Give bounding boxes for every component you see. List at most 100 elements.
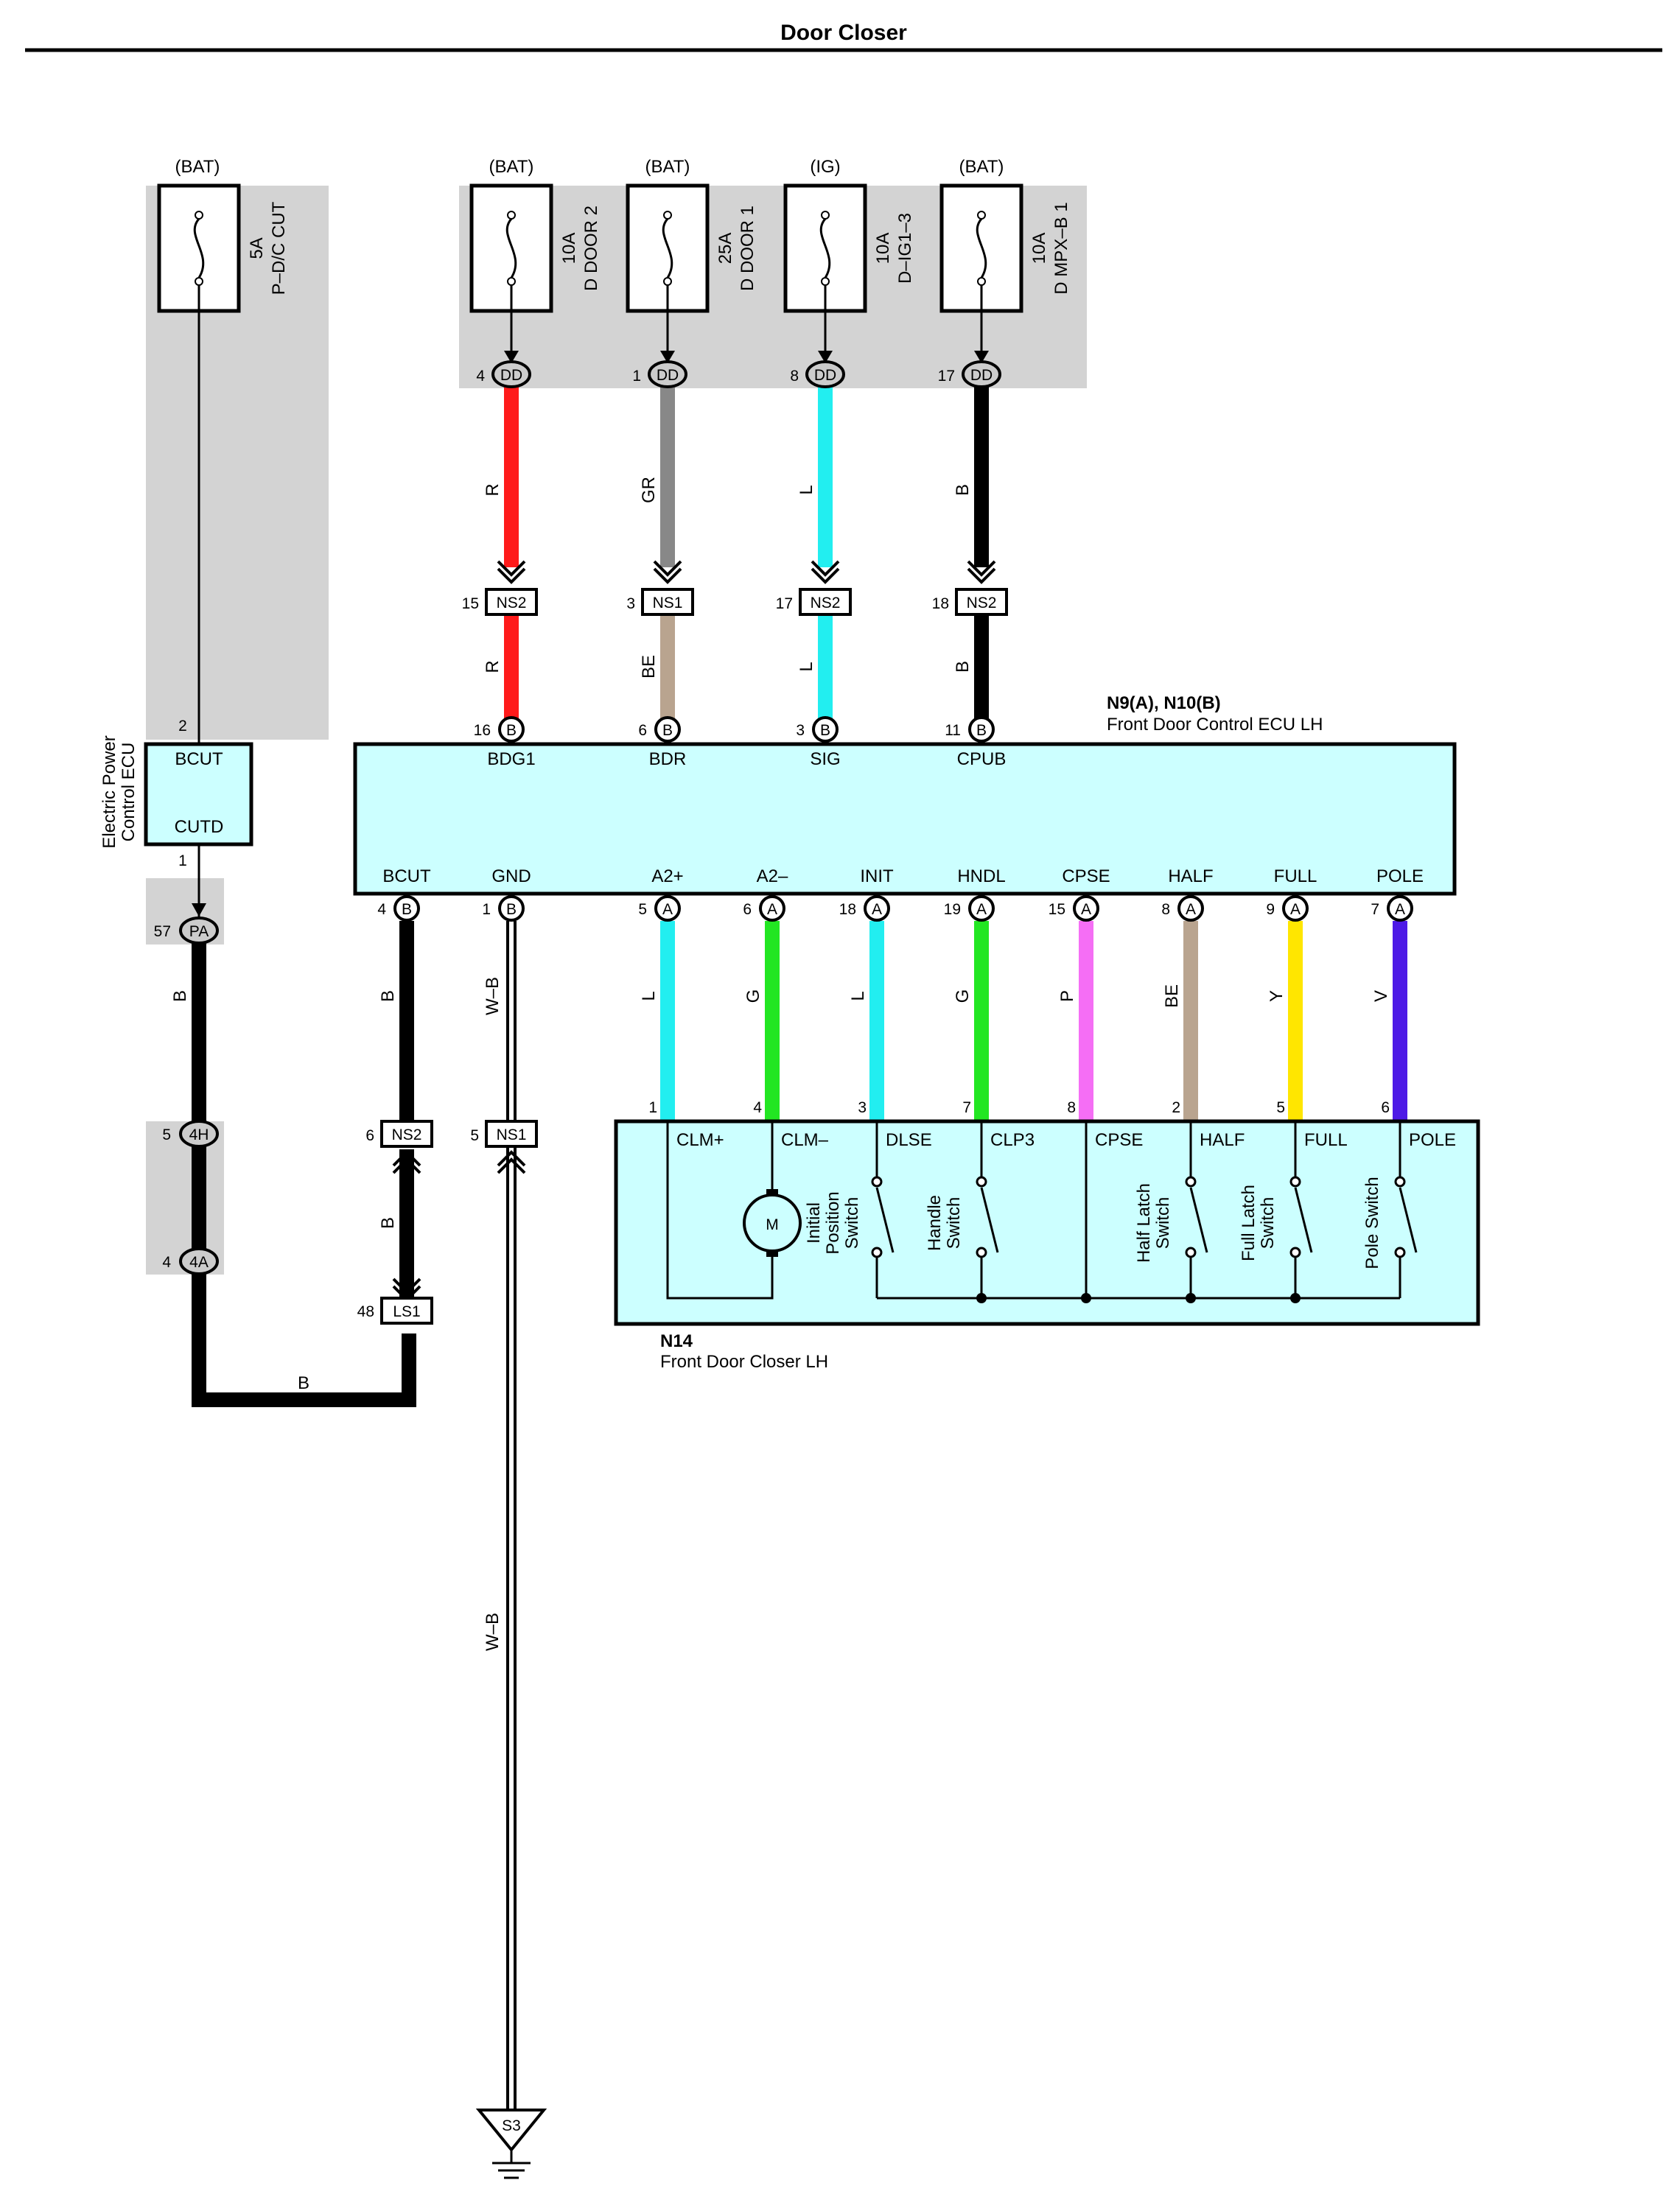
svg-text:DD: DD (500, 367, 522, 384)
svg-text:B: B (953, 661, 973, 673)
svg-text:B: B (662, 722, 673, 739)
svg-text:7: 7 (1371, 901, 1379, 918)
svg-text:1: 1 (482, 901, 491, 918)
fuse-pdc: (BAT) 5A P–D/C CUT (157, 157, 289, 313)
svg-text:8: 8 (1067, 1099, 1076, 1116)
full-latch-switch-icon (1294, 1121, 1313, 1298)
svg-text:Electric Power: Electric Power (99, 735, 119, 848)
svg-text:BCUT: BCUT (175, 749, 223, 769)
svg-text:Position: Position (823, 1191, 843, 1254)
svg-text:DLSE: DLSE (886, 1130, 932, 1150)
svg-text:B: B (976, 722, 987, 739)
svg-text:HALF: HALF (1168, 866, 1213, 886)
closer-wire-labels: L G L G P BE Y V (639, 984, 1391, 1008)
svg-text:A: A (1186, 901, 1196, 918)
svg-text:R: R (483, 660, 503, 673)
svg-text:A: A (1395, 901, 1405, 918)
upper-chevrons (497, 560, 996, 584)
svg-text:CLP3: CLP3 (990, 1130, 1035, 1150)
svg-text:1: 1 (648, 1099, 657, 1116)
svg-text:FULL: FULL (1274, 866, 1317, 886)
dd-connector-4: 17 DD (938, 360, 1001, 388)
svg-text:CPSE: CPSE (1062, 866, 1110, 886)
svg-text:SIG: SIG (810, 749, 840, 769)
svg-text:5A: 5A (247, 237, 267, 259)
svg-text:DD: DD (970, 367, 993, 384)
page-title: Door Closer (780, 21, 907, 45)
svg-text:NS2: NS2 (811, 595, 841, 611)
svg-text:POLE: POLE (1409, 1130, 1456, 1150)
svg-text:10A: 10A (559, 233, 579, 264)
svg-text:INIT: INIT (860, 866, 894, 886)
fuse-icon (662, 218, 673, 278)
svg-text:4A: 4A (189, 1254, 209, 1271)
svg-text:15: 15 (462, 595, 479, 612)
svg-text:1: 1 (178, 852, 187, 869)
ecu-code: N9(A), N10(B) (1107, 693, 1221, 713)
svg-text:A: A (1290, 901, 1301, 918)
svg-text:R: R (483, 483, 503, 496)
svg-text:DD: DD (657, 367, 679, 384)
svg-text:L: L (797, 662, 816, 671)
svg-text:A: A (1081, 901, 1091, 918)
svg-text:A: A (872, 901, 882, 918)
svg-text:A: A (976, 901, 987, 918)
svg-text:D DOOR 2: D DOOR 2 (581, 206, 601, 291)
svg-text:Initial: Initial (804, 1202, 824, 1244)
fuse-d-door-1: (BAT) 25A D DOOR 1 (626, 157, 757, 313)
svg-text:D DOOR 1: D DOOR 1 (738, 206, 757, 291)
svg-text:25A: 25A (715, 233, 735, 264)
svg-text:5: 5 (162, 1126, 171, 1143)
svg-text:G: G (743, 989, 763, 1003)
svg-text:Switch: Switch (1258, 1197, 1278, 1250)
closer-pin-numbers: 1 4 3 7 8 2 5 6 (648, 1099, 1390, 1116)
svg-text:B: B (402, 901, 412, 918)
svg-text:A: A (767, 901, 777, 918)
svg-text:A2–: A2– (757, 866, 788, 886)
svg-text:Y: Y (1267, 990, 1287, 1002)
svg-text:P: P (1057, 990, 1077, 1002)
svg-text:HALF: HALF (1200, 1130, 1245, 1150)
fuse-icon (976, 218, 987, 278)
svg-text:48: 48 (357, 1303, 374, 1320)
svg-text:GND: GND (491, 866, 531, 886)
svg-text:B: B (170, 990, 190, 1002)
svg-text:3: 3 (796, 722, 805, 739)
closer-name: Front Door Closer LH (660, 1352, 828, 1372)
svg-text:D–IG1–3: D–IG1–3 (895, 213, 915, 284)
svg-text:8: 8 (1161, 901, 1170, 918)
svg-text:S3: S3 (502, 2117, 521, 2134)
svg-text:CLM+: CLM+ (676, 1130, 724, 1150)
motor-icon: M (743, 1189, 802, 1257)
svg-text:L: L (797, 485, 816, 494)
svg-text:A: A (662, 901, 673, 918)
svg-text:17: 17 (938, 368, 955, 385)
svg-text:6: 6 (743, 901, 752, 918)
upper-wire-labels: R R GR BE L L B B (483, 477, 973, 679)
ls1-connector: 48 LS1 (357, 1297, 433, 1325)
4h-connector: 5 4H (162, 1120, 219, 1148)
svg-text:Half Latch: Half Latch (1134, 1183, 1154, 1263)
svg-text:3: 3 (858, 1099, 867, 1116)
bcut-path: B B (378, 921, 421, 1302)
half-latch-switch-icon (1189, 1121, 1208, 1298)
svg-text:10A: 10A (873, 233, 893, 264)
svg-text:Switch: Switch (1153, 1197, 1173, 1250)
svg-text:Handle: Handle (925, 1195, 945, 1251)
svg-text:D MPX–B 1: D MPX–B 1 (1051, 202, 1071, 294)
svg-text:4: 4 (476, 368, 485, 385)
ground-s3: S3 (475, 2109, 547, 2179)
fuse-d-mpx-b1: (BAT) 10A D MPX–B 1 (939, 157, 1071, 313)
svg-text:NS1: NS1 (497, 1126, 527, 1143)
svg-text:8: 8 (790, 368, 799, 385)
svg-text:5: 5 (470, 1127, 479, 1144)
svg-text:PA: PA (189, 923, 209, 940)
svg-text:NS2: NS2 (967, 595, 997, 611)
svg-text:7: 7 (962, 1099, 971, 1116)
